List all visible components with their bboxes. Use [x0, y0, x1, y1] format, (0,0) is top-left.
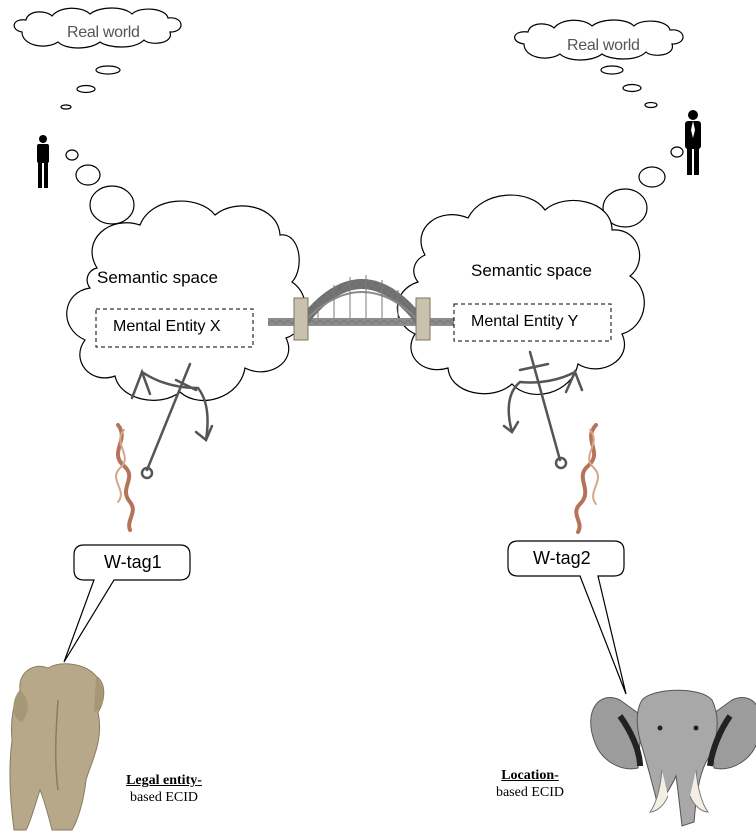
entity-box-right [453, 303, 612, 342]
thought-cloud-left [13, 7, 182, 49]
rope-icon-left [115, 423, 135, 532]
thought-cloud-right [514, 19, 684, 61]
semantic-cloud-left [66, 200, 307, 402]
caption-left-rest: based ECID [129, 790, 199, 805]
semantic-space-label-left: Semantic space [97, 268, 218, 287]
bridge-icon [268, 275, 454, 341]
real-world-label-left: Real world [67, 24, 140, 41]
elephant-back-icon [9, 663, 105, 831]
person-icon-left [37, 135, 49, 188]
real-world-label-right: Real world [567, 37, 640, 54]
caption-right-bold: Location [501, 768, 555, 783]
anchor-icon-right [502, 350, 584, 470]
callout-left [63, 544, 191, 663]
w-tag-label-left: W-tag1 [104, 552, 162, 572]
rope-icon-right [574, 423, 599, 534]
caption-right: Location- based ECID [483, 767, 577, 801]
semantic-space-label-right: Semantic space [471, 261, 592, 280]
person-icon-right [685, 110, 701, 175]
caption-left-bold: Legal entity [126, 773, 198, 788]
w-tag-label-right: W-tag2 [533, 548, 591, 568]
mental-entity-label-left: Mental Entity X [113, 318, 221, 335]
caption-left-dash: - [197, 773, 202, 788]
caption-right-rest: based ECID [495, 785, 565, 800]
caption-left: Legal entity- based ECID [112, 772, 216, 806]
thought-bubbles-left [60, 65, 135, 225]
entity-box-left [95, 308, 254, 348]
mental-entity-label-right: Mental Entity Y [471, 313, 579, 330]
semantic-cloud-right [396, 194, 645, 395]
elephant-front-icon [590, 689, 756, 827]
thought-bubbles-right [600, 65, 684, 228]
callout-right [507, 540, 627, 695]
caption-right-dash: - [554, 768, 559, 783]
anchor-icon-left [130, 362, 214, 480]
